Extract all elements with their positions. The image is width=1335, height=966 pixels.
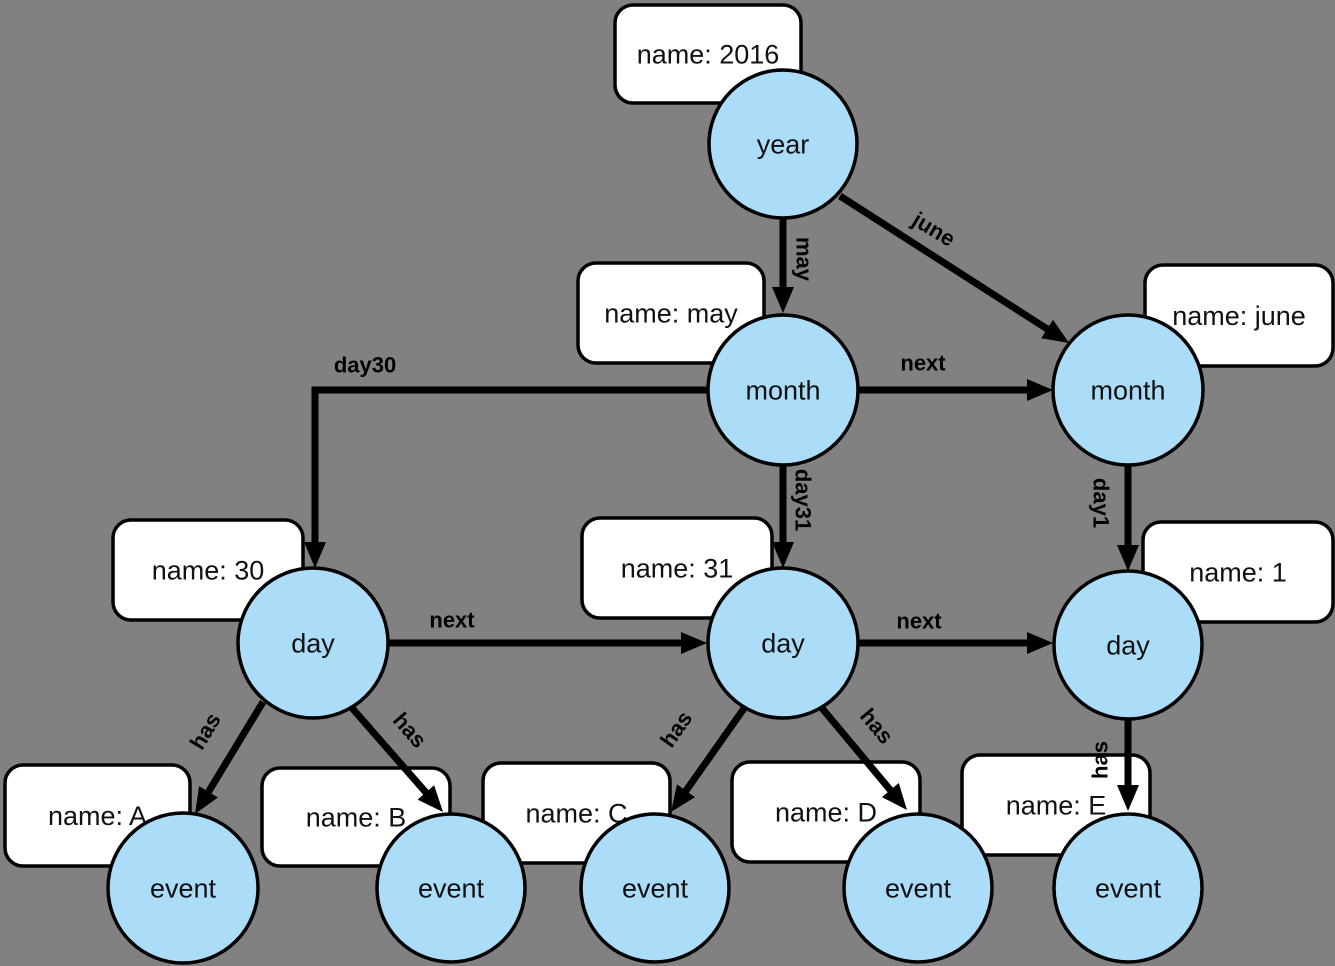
node-label-event-a: event (150, 873, 217, 903)
property-box-name-31: name: 31 (580, 516, 774, 620)
edge-may-day31: day31 (772, 465, 815, 568)
node-label-month-june: month (1090, 375, 1165, 405)
node-day-1: day (1052, 569, 1204, 721)
property-box-text-name-d: name: D (775, 797, 877, 827)
node-circle-day-1 (1052, 569, 1204, 721)
arrowhead-may-day30 (304, 542, 326, 568)
node-label-event-e: event (1095, 873, 1162, 903)
property-box-text-name-2016: name: 2016 (637, 39, 780, 69)
property-boxes-layer: name: 2016 name: may name: june name: 30 nam… (3, 3, 1335, 868)
node-month-june: month (1051, 313, 1205, 467)
edge-day1-has-e: has (1088, 719, 1139, 811)
edge-label-year-may: may (791, 237, 816, 282)
edge-line-day31-has-c (679, 704, 748, 798)
node-circle-event-d (842, 812, 994, 964)
property-box-text-name-a: name: A (48, 801, 147, 831)
node-circle-event-b (375, 812, 527, 964)
arrowhead-year-may (772, 287, 794, 313)
node-circle-year-2016 (707, 68, 859, 220)
node-day-31: day (706, 566, 860, 720)
arrowhead-day30-has-b (417, 785, 443, 812)
node-label-event-c: event (622, 873, 689, 903)
node-label-day-1: day (1106, 630, 1150, 660)
property-box-text-name-c: name: C (525, 798, 627, 828)
arrowhead-day30-has-a (195, 786, 218, 814)
edge-label-june-day1: day1 (1088, 478, 1113, 528)
node-label-event-b: event (418, 873, 485, 903)
node-event-c: event (579, 812, 731, 964)
edge-line-day31-has-d (818, 704, 897, 797)
arrowhead-day31-has-c (671, 784, 695, 812)
edge-may-day30: day30 (304, 353, 707, 568)
edge-line-day30-has-b (349, 705, 433, 800)
edge-may-next-june: next (858, 351, 1053, 401)
property-box-rect-name-may (576, 261, 766, 365)
node-month-may: month (706, 313, 860, 467)
property-box-text-name-may: name: may (604, 298, 738, 328)
arrowhead-day1-has-e (1117, 785, 1139, 811)
property-box-text-name-e: name: E (1006, 790, 1107, 820)
arrowhead-year-june (1041, 319, 1069, 343)
nodes-layer: year month month day day day event event event ev… (106, 68, 1205, 965)
node-circle-event-e (1052, 812, 1204, 964)
edge-year-may: may (772, 218, 816, 313)
edge-label-day30-next-31: next (429, 608, 475, 633)
node-event-d: event (842, 812, 994, 964)
property-box-text-name-1: name: 1 (1189, 557, 1287, 587)
edge-label-may-day31: day31 (790, 469, 815, 531)
property-box-text-name-june: name: june (1172, 301, 1306, 331)
node-label-event-d: event (885, 873, 952, 903)
edge-june-day1: day1 (1088, 465, 1139, 571)
node-label-day-30: day (291, 628, 335, 658)
property-box-text-name-30: name: 30 (152, 555, 265, 585)
node-label-month-may: month (745, 375, 820, 405)
edge-label-day1-has-e: has (1088, 741, 1113, 779)
property-box-text-name-31: name: 31 (621, 553, 734, 583)
property-box-text-name-b: name: B (306, 802, 407, 832)
arrowhead-day31-next-1 (1027, 632, 1053, 654)
node-circle-event-c (579, 812, 731, 964)
edge-day30-next-31: next (388, 608, 707, 654)
node-circle-day-31 (706, 566, 860, 720)
property-box-name-june: name: june (1143, 263, 1335, 368)
arrowhead-day30-next-31 (681, 632, 707, 654)
edge-label-may-next-june: next (900, 351, 946, 376)
edge-label-may-day30: day30 (334, 353, 396, 378)
node-day-30: day (236, 566, 390, 720)
arrowhead-may-day31 (772, 542, 794, 568)
node-year-2016: year (707, 68, 859, 220)
node-circle-event-a (106, 811, 260, 965)
arrowhead-june-day1 (1117, 545, 1139, 571)
node-label-day-31: day (761, 628, 805, 658)
node-circle-day-30 (236, 566, 390, 720)
edge-day31-next-1: next (858, 609, 1053, 654)
edge-line-day30-has-a (202, 700, 266, 799)
arrowhead-day31-has-d (881, 782, 907, 810)
edge-label-day31-next-1: next (896, 609, 942, 634)
node-event-b: event (375, 812, 527, 964)
edge-line-year-june (838, 193, 1055, 336)
property-box-name-may: name: may (576, 261, 766, 365)
arrowhead-may-next-june (1027, 379, 1053, 401)
node-label-year-2016: year (757, 129, 810, 159)
node-circle-month-may (706, 313, 860, 467)
node-event-e: event (1052, 812, 1204, 964)
node-circle-month-june (1051, 313, 1205, 467)
node-event-a: event (106, 811, 260, 965)
edge-line-may-day30 (311, 386, 707, 548)
